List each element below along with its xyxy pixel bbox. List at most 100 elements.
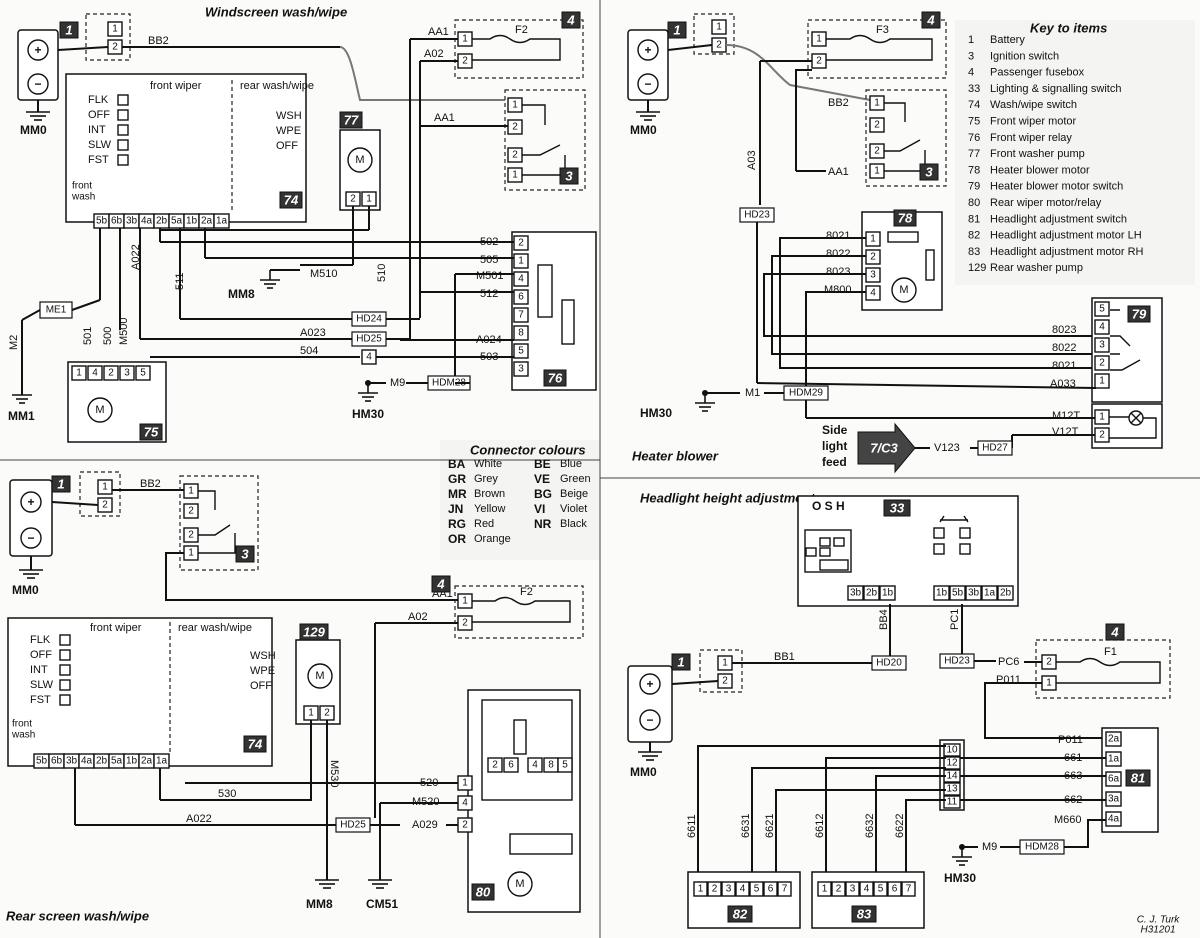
motor82-pin: [721, 881, 736, 897]
colour-name: Black: [560, 518, 587, 530]
colour-code: RG: [448, 517, 466, 531]
motor83-pin-label: 3: [850, 884, 856, 895]
ground-mm1-label: MM1: [8, 409, 35, 423]
badge-33: [883, 499, 911, 517]
wire-8023-sw: 8023: [1052, 324, 1076, 336]
switch74-rear-pin-label: 2b: [96, 756, 108, 767]
wire-bb1: BB1: [774, 651, 795, 663]
switch79-pin-label: 3: [1099, 340, 1105, 351]
switch33-pin-label: 1a: [984, 588, 996, 599]
badge-3-heater: [919, 163, 939, 181]
switch33-pin: [933, 585, 950, 601]
key-item-num: 3: [968, 50, 974, 62]
svg-text:1: 1: [716, 22, 722, 33]
svg-text:2: 2: [716, 40, 722, 51]
svg-text:82: 82: [733, 907, 748, 922]
colour-code: BE: [534, 457, 551, 471]
svg-text:1: 1: [112, 24, 118, 35]
svg-text:80: 80: [476, 885, 491, 900]
motor75-pin-label: 4: [92, 368, 98, 379]
relay76-pin: [513, 361, 529, 377]
svg-text:1: 1: [366, 194, 372, 205]
motor82-pin-label: 6: [768, 884, 774, 895]
relay76-pin-label: 8: [518, 328, 524, 339]
svg-text:−: −: [34, 77, 41, 91]
rear-position-label: WSH: [276, 110, 302, 122]
svg-text:feed: feed: [822, 455, 847, 469]
rear-position-label: OFF: [250, 680, 272, 692]
switch-position-label: OFF: [30, 649, 52, 661]
colour-name: White: [474, 458, 502, 470]
switch-contact: [59, 694, 71, 706]
switch79-pin-label: 5: [1099, 304, 1105, 315]
motor75-pin: [71, 365, 87, 381]
wire-a02-top: A02: [424, 48, 444, 60]
rear-position-label: OFF: [276, 140, 298, 152]
wire-8022: 8022: [826, 248, 850, 260]
relay76-pin: [513, 343, 529, 359]
motor-75-icon: [87, 397, 113, 423]
fuse-f2-rear: F2: [520, 586, 533, 598]
svg-text:4: 4: [462, 798, 468, 809]
ground-mm8-label: MM8: [228, 287, 255, 301]
svg-text:M: M: [315, 670, 324, 682]
motor75-pin: [87, 365, 103, 381]
svg-text:1: 1: [188, 486, 194, 497]
motor75-pin-label: 5: [140, 368, 146, 379]
wire-m500: M500: [118, 317, 130, 345]
svg-text:+: +: [644, 43, 651, 57]
relay76-pin: [513, 307, 529, 323]
switch33-pin-label: 2b: [1000, 588, 1012, 599]
rear-position-label: WPE: [250, 665, 275, 677]
wire-p011-top: P011: [996, 674, 1021, 686]
switch-contact: [117, 94, 129, 106]
wire-8021: 8021: [826, 230, 850, 242]
wire-6622: 6622: [894, 814, 906, 838]
wire-bb4: BB4: [878, 609, 890, 630]
motor83-pin: [901, 881, 916, 897]
ground-mm0-label: MM0: [20, 123, 47, 137]
switch81-pin: [1105, 771, 1122, 787]
motor-78-icon: [891, 277, 917, 303]
badge-4-headlight: [1105, 623, 1125, 641]
svg-text:1: 1: [722, 658, 728, 669]
wire-m530: M530: [328, 760, 340, 788]
wire-500: 500: [102, 327, 114, 345]
key-item-num: 74: [968, 99, 980, 111]
svg-text:2: 2: [512, 122, 518, 133]
wire-6611: 6611: [686, 814, 698, 838]
credit-author: C. J. Turk: [1137, 915, 1181, 926]
svg-text:75: 75: [144, 425, 159, 440]
colour-code: OR: [448, 532, 466, 546]
battery-positive-icon: [27, 39, 49, 61]
splice-pin-label: 11: [947, 797, 958, 808]
wire-m510: M510: [310, 268, 338, 280]
switch79-pin-label: 4: [1099, 322, 1105, 333]
key-item-num: 75: [968, 116, 980, 128]
svg-text:4: 4: [366, 352, 372, 363]
credit-code: H31201: [1140, 925, 1175, 936]
motor82-pin-label: 4: [740, 884, 746, 895]
svg-text:77: 77: [344, 113, 359, 128]
badge-1-rear: [51, 475, 71, 493]
motor83-pin: [817, 881, 832, 897]
ground-mm0-headlight-icon: [638, 751, 662, 761]
label-rear-wash-rear: rear wash/wipe: [178, 622, 252, 634]
motor82-pin: [777, 881, 792, 897]
badge-75: [139, 423, 163, 441]
svg-text:Side: Side: [822, 423, 848, 437]
switch33-pin: [863, 585, 880, 601]
svg-text:1: 1: [1099, 412, 1105, 423]
switch-contact: [59, 664, 71, 676]
svg-text:1: 1: [102, 482, 108, 493]
motor83-pin-label: 1: [822, 884, 828, 895]
key-item-label: Headlight adjustment motor LH: [990, 230, 1142, 242]
svg-text:2: 2: [874, 120, 880, 131]
switch79-pin-label: 2: [1099, 358, 1105, 369]
label-rear-wash: rear wash/wipe: [240, 80, 314, 92]
key-item-label: Heater blower motor: [990, 164, 1090, 176]
switch74-rear-pin-label: 1a: [156, 756, 168, 767]
svg-text:HD23: HD23: [744, 210, 770, 221]
